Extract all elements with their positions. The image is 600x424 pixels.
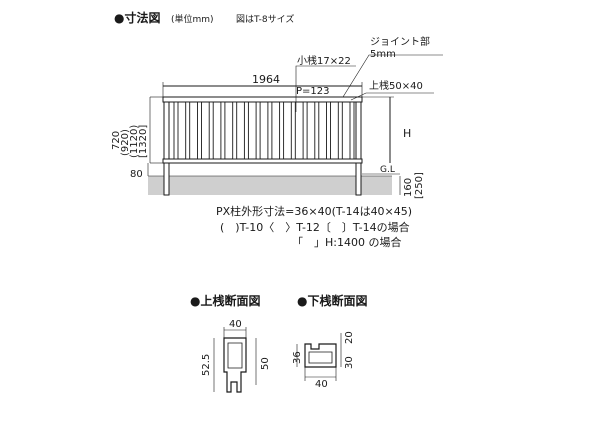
height-720: 720 [111, 131, 122, 150]
baluster [197, 101, 202, 160]
note-variants: ( )T-10〈 〉T-12〔 〕T-14の場合 [220, 220, 410, 234]
left-post [163, 96, 170, 196]
baluster [243, 101, 249, 160]
bottom-section-width: 40 [315, 379, 328, 390]
base-80: 80 [130, 169, 143, 180]
bottom-section-title: ●下桟断面図 [297, 293, 367, 308]
ground-band [148, 176, 392, 195]
embed-250: [250] [414, 172, 425, 199]
baluster [314, 101, 320, 160]
baluster [220, 101, 226, 160]
bottom-section-dim-a: 30 [344, 356, 355, 369]
h-label: H [403, 127, 411, 140]
baluster-label: 小桟17×22 [297, 54, 351, 67]
joint-label: ジョイント部 [370, 35, 430, 48]
baluster [349, 101, 355, 160]
baluster [232, 101, 238, 160]
top-section-width: 40 [229, 319, 242, 330]
bottom-section-height-left: 36 [292, 351, 303, 364]
baluster [337, 101, 343, 160]
bottom-rail-profile [304, 343, 337, 368]
joint-size: 5mm [370, 49, 396, 60]
height-1320: [1320] [138, 125, 149, 158]
top-section-height-right: 50 [260, 357, 271, 370]
top-rail-label: 上桟50×40 [369, 79, 423, 92]
bottom-rail-profile-inner [308, 351, 333, 364]
baluster [255, 101, 261, 160]
top-rail-leader [350, 92, 434, 101]
bottom-section-dim-b: 20 [344, 331, 355, 344]
gl-label: G.L [380, 165, 395, 175]
baluster [302, 101, 308, 160]
baluster [185, 101, 191, 160]
embed-160: 160 [403, 178, 414, 197]
pitch-label: P=123 [296, 86, 330, 97]
bottom-rail [162, 158, 363, 164]
baluster [290, 101, 296, 160]
unit-note: (単位mm) [171, 13, 214, 25]
drawing-title: ●寸法図 [114, 10, 160, 25]
baluster [267, 101, 273, 160]
baluster-group [173, 101, 355, 160]
height-1120: (1120) [129, 125, 140, 158]
top-rail-profile [223, 337, 247, 393]
right-post [355, 96, 362, 196]
baluster-leader [295, 65, 356, 112]
note-h1400: 「 」H:1400 の場合 [292, 235, 401, 249]
baluster [326, 101, 331, 160]
baluster [173, 101, 179, 160]
baluster [208, 101, 214, 160]
top-rail [162, 96, 363, 103]
baluster [279, 101, 285, 160]
top-rail-profile-inner [227, 342, 243, 369]
size-note: 図はT-8サイズ [236, 13, 294, 25]
width-label: 1964 [252, 73, 280, 86]
joint-leader [342, 54, 443, 98]
top-section-title: ●上桟断面図 [190, 293, 260, 308]
top-section-height-left: 52.5 [201, 354, 212, 376]
height-920: (920) [120, 129, 131, 156]
note-post-size: PX柱外形寸法=36×40(T-14は40×45) [216, 204, 412, 218]
